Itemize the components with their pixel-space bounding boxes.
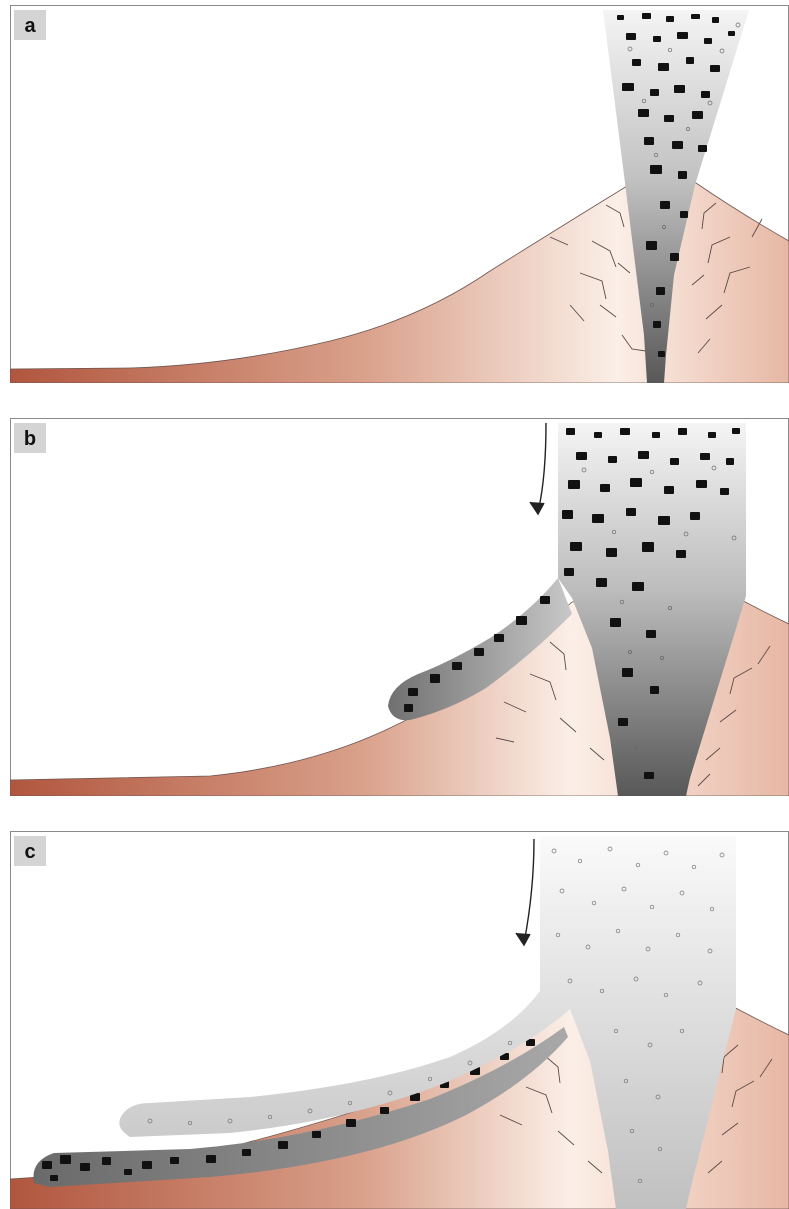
panel-b-label: b [24,428,36,450]
panel-c-diagram: c [10,831,789,1209]
panel-c: c [10,831,789,1209]
panel-c-label-group: c [14,836,46,866]
panel-b-label-group: b [14,423,46,453]
panel-a: a [10,5,789,383]
panel-a-label-group: a [14,10,46,40]
panel-a-diagram: a [10,5,789,383]
panel-c-label: c [24,841,35,863]
panel-b-diagram: b [10,418,789,796]
panel-a-label: a [24,15,36,37]
panel-b: b [10,418,789,796]
